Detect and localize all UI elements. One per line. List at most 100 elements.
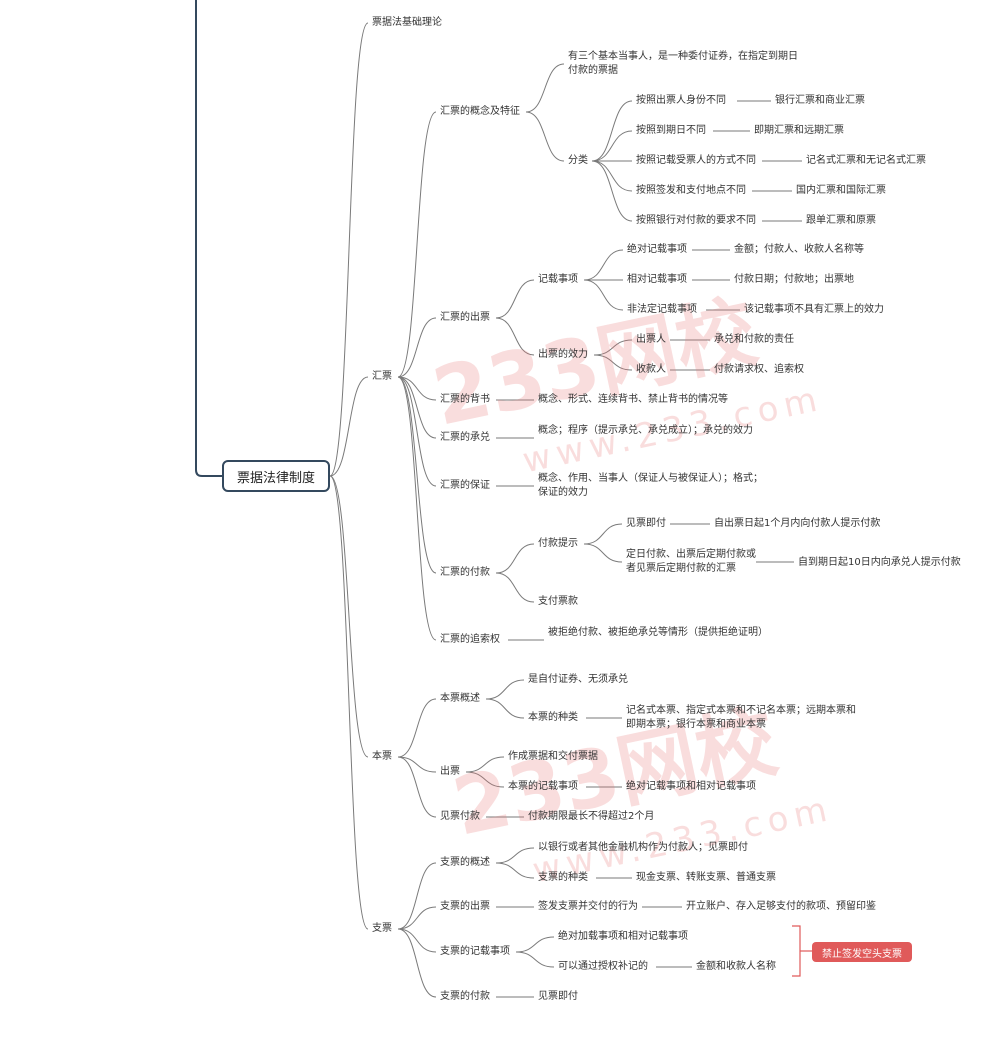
node-promissory-kinds-value[interactable]: 记名式本票、指定式本票和不记名本票；远期本票和即期本票；银行本票和商业本票: [626, 705, 856, 730]
root-node[interactable]: 票据法律制度: [222, 460, 330, 492]
connector: [465, 756, 505, 773]
node-record-nonstatutory-value[interactable]: 该记载事项不具有汇票上的效力: [744, 304, 884, 315]
connector: [397, 928, 437, 998]
node-class-1[interactable]: 按照出票人身份不同: [636, 95, 726, 106]
node-issue-effect[interactable]: 出票的效力: [538, 349, 588, 360]
node-class-5[interactable]: 按照银行对付款的要求不同: [636, 215, 756, 226]
node-draft-recourse[interactable]: 汇票的追索权: [440, 634, 500, 645]
connector: [329, 22, 369, 477]
node-class-3[interactable]: 按照记载受票人的方式不同: [636, 155, 756, 166]
connector: [515, 936, 555, 953]
connector: [485, 679, 525, 700]
node-draft-guarantee[interactable]: 汇票的保证: [440, 480, 490, 491]
node-draft-accept-value[interactable]: 概念；程序（提示承兑、承兑成立）；承兑的效力: [538, 425, 753, 436]
node-check-overview[interactable]: 支票的概述: [440, 857, 490, 868]
node-presentation-fixed[interactable]: 定日付款、出票后定期付款或者见票后定期付款的汇票: [626, 549, 756, 574]
node-promissory-overview[interactable]: 本票概述: [440, 693, 480, 704]
node-check-payment-value[interactable]: 见票即付: [538, 991, 578, 1002]
node-check-record[interactable]: 支票的记载事项: [440, 946, 510, 957]
connector: [397, 928, 437, 953]
connector: [397, 376, 437, 487]
connector: [495, 279, 535, 319]
node-check-issue-requirements[interactable]: 开立账户、存入足够支付的款项、预留印鉴: [686, 901, 876, 912]
node-class-2-value[interactable]: 即期汇票和远期汇票: [754, 125, 844, 136]
connector: [495, 847, 535, 864]
node-check[interactable]: 支票: [372, 923, 392, 934]
node-effect-payee[interactable]: 收款人: [636, 364, 666, 375]
connector: [583, 543, 623, 563]
connector: [792, 925, 801, 977]
node-effect-drawer[interactable]: 出票人: [636, 334, 666, 345]
node-draft-classification[interactable]: 分类: [568, 155, 588, 166]
node-class-3-value[interactable]: 记名式汇票和无记名式汇票: [806, 155, 926, 166]
connector: [195, 0, 222, 477]
connector: [495, 317, 535, 356]
node-check-record-authorized[interactable]: 可以通过授权补记的: [558, 961, 648, 972]
node-record-absolute-value[interactable]: 金额；付款人、收款人名称等: [734, 244, 864, 255]
connector: [397, 756, 437, 773]
connector: [495, 862, 535, 879]
node-presentation-sight[interactable]: 见票即付: [626, 518, 666, 529]
node-promissory[interactable]: 本票: [372, 751, 392, 762]
node-promissory-issue[interactable]: 出票: [440, 766, 460, 777]
node-class-2[interactable]: 按照到期日不同: [636, 125, 706, 136]
node-class-4-value[interactable]: 国内汇票和国际汇票: [796, 185, 886, 196]
node-check-issue[interactable]: 支票的出票: [440, 901, 490, 912]
node-draft-endorse-value[interactable]: 概念、形式、连续背书、禁止背书的情况等: [538, 394, 728, 405]
node-promissory-kinds[interactable]: 本票的种类: [528, 712, 578, 723]
node-record-nonstatutory[interactable]: 非法定记载事项: [627, 304, 697, 315]
node-promissory-sight-value[interactable]: 付款期限最长不得超过2个月: [528, 811, 655, 822]
node-class-4[interactable]: 按照签发和支付地点不同: [636, 185, 746, 196]
node-draft[interactable]: 汇票: [372, 371, 392, 382]
node-class-5-value[interactable]: 跟单汇票和原票: [806, 215, 876, 226]
connector: [591, 130, 633, 162]
node-promissory-record[interactable]: 本票的记载事项: [508, 781, 578, 792]
node-check-kinds[interactable]: 支票的种类: [538, 872, 588, 883]
node-draft-payment[interactable]: 汇票的付款: [440, 567, 490, 578]
node-check-record-absolute[interactable]: 绝对加载事项和相对记载事项: [558, 931, 688, 942]
warning-badge[interactable]: 禁止签发空头支票: [812, 942, 912, 962]
node-promissory-sight[interactable]: 见票付款: [440, 811, 480, 822]
node-record-relative-value[interactable]: 付款日期；付款地；出票地: [734, 274, 854, 285]
node-draft-issue[interactable]: 汇票的出票: [440, 312, 490, 323]
connector: [397, 376, 437, 641]
connector: [495, 543, 535, 574]
node-draft-guarantee-value[interactable]: 概念、作用、当事人（保证人与被保证人）；格式；保证的效力: [538, 473, 763, 498]
node-class-1-value[interactable]: 银行汇票和商业汇票: [775, 95, 865, 106]
connector: [397, 862, 437, 930]
node-check-issue-desc[interactable]: 签发支票并交付的行为: [538, 901, 638, 912]
node-record-relative[interactable]: 相对记载事项: [627, 274, 687, 285]
node-draft-endorse[interactable]: 汇票的背书: [440, 394, 490, 405]
node-presentation-fixed-value[interactable]: 自到期日起10日内向承兑人提示付款: [798, 557, 961, 568]
node-promissory-overview-desc[interactable]: 是自付证券、无须承兑: [528, 674, 628, 685]
node-check-kinds-value[interactable]: 现金支票、转账支票、普通支票: [636, 872, 776, 883]
node-check-overview-desc[interactable]: 以银行或者其他金融机构作为付款人；见票即付: [538, 842, 748, 853]
connector: [329, 376, 369, 477]
node-promissory-record-value[interactable]: 绝对记载事项和相对记载事项: [626, 781, 756, 792]
connector: [329, 475, 369, 758]
node-basic-theory[interactable]: 票据法基础理论: [372, 17, 442, 28]
connector: [515, 951, 555, 968]
node-check-payment[interactable]: 支票的付款: [440, 991, 490, 1002]
node-record-items[interactable]: 记载事项: [538, 274, 578, 285]
connector: [525, 63, 565, 113]
connector: [593, 354, 633, 371]
connector: [591, 100, 633, 162]
node-check-record-authorized-value[interactable]: 金额和收款人名称: [696, 961, 776, 972]
node-draft-concept[interactable]: 汇票的概念及特征: [440, 106, 520, 117]
node-record-absolute[interactable]: 绝对记载事项: [627, 244, 687, 255]
connector: [397, 111, 437, 378]
node-payment-pay[interactable]: 支付票款: [538, 596, 578, 607]
node-effect-drawer-value[interactable]: 承兑和付款的责任: [714, 334, 794, 345]
node-draft-concept-desc[interactable]: 有三个基本当事人，是一种委付证券，在指定到期日付款的票据: [568, 51, 798, 76]
node-promissory-issue-desc[interactable]: 作成票据和交付票据: [508, 751, 598, 762]
node-draft-recourse-value[interactable]: 被拒绝付款、被拒绝承兑等情形（提供拒绝证明）: [548, 627, 768, 638]
node-payment-presentation[interactable]: 付款提示: [538, 538, 578, 549]
connector: [465, 771, 505, 788]
node-effect-payee-value[interactable]: 付款请求权、追索权: [714, 364, 804, 375]
node-presentation-sight-value[interactable]: 自出票日起1个月内向付款人提示付款: [714, 518, 881, 529]
connector: [495, 572, 535, 603]
node-draft-accept[interactable]: 汇票的承兑: [440, 432, 490, 443]
